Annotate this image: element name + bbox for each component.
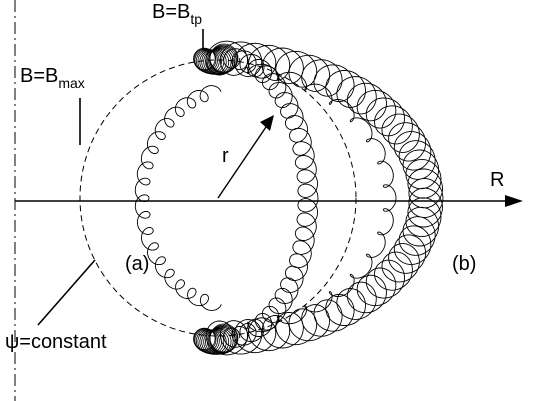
radius-arrowhead bbox=[260, 115, 274, 131]
orbit-a-loops bbox=[134, 85, 222, 311]
axis-label-r: R bbox=[490, 169, 504, 191]
b-tp-label: B=Btp bbox=[152, 1, 202, 27]
turning-point-top-loop bbox=[193, 47, 216, 71]
orbit-label-b: (b) bbox=[452, 253, 476, 275]
turning-point-top bbox=[193, 43, 239, 75]
flux-surface-label: ψ=constant bbox=[5, 331, 107, 353]
banana-orbit-b-gyration bbox=[205, 40, 444, 356]
turning-point-bottom-loop bbox=[194, 328, 218, 353]
orbit-b-mid-loops bbox=[246, 63, 397, 333]
orbit-b-outer-loops bbox=[205, 40, 444, 356]
orbit-b-inner-loops bbox=[223, 48, 319, 348]
flux-surface-pointer bbox=[37, 259, 96, 326]
turning-point-top-loop bbox=[193, 48, 217, 72]
turning-point-bottom-loop bbox=[193, 327, 216, 351]
turning-point-bottom bbox=[193, 323, 239, 355]
radial-axis-arrowhead bbox=[505, 195, 523, 207]
orbit-label-a: (a) bbox=[125, 253, 149, 275]
radius-label: r bbox=[222, 145, 229, 167]
radius-arrow bbox=[217, 123, 269, 199]
b-max-label: B=Bmax bbox=[20, 65, 85, 91]
passing-orbit-a bbox=[134, 85, 222, 311]
flux-surface-circle bbox=[79, 59, 357, 337]
turning-point-bottom-loop bbox=[193, 328, 217, 352]
banana-orbit-b-inner-leg bbox=[223, 48, 397, 348]
turning-point-top-loop bbox=[194, 48, 218, 73]
